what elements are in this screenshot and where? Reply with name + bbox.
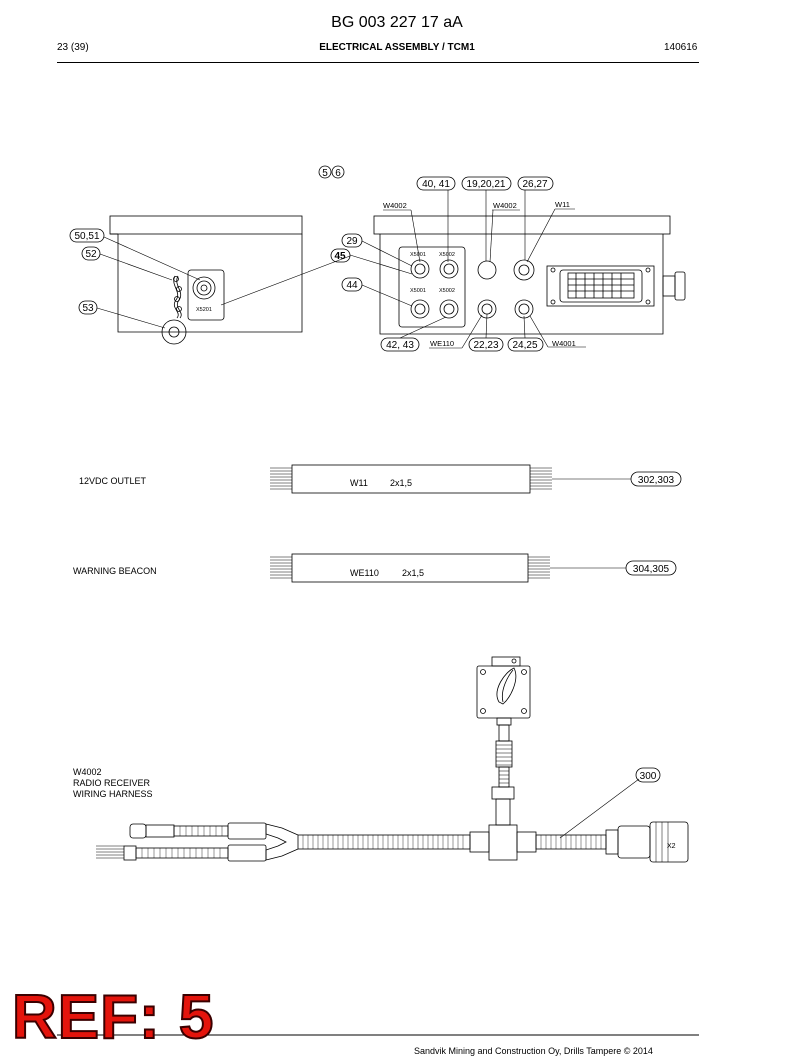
connector-x2-label: X2 [667, 843, 676, 850]
callout-42-43: 42, 43 [386, 340, 414, 351]
right-enclosure [373, 215, 686, 335]
page-count: 23 (39) [57, 42, 89, 53]
document-number: BG 003 227 17 aA [331, 14, 463, 31]
callout-24-25: 24,25 [512, 340, 537, 351]
cable-2-size: 2x1,5 [402, 568, 424, 578]
label-x5002-top: X5002 [439, 252, 455, 258]
label-x5001-top: X5001 [410, 252, 426, 258]
callout-302-303: 302,303 [638, 475, 675, 486]
cable-1-wire: W11 [350, 478, 368, 488]
ref-stamp: REF: 5 [11, 982, 215, 1053]
callout-bubbles [69, 165, 554, 352]
callout-300: 300 [640, 771, 657, 782]
label-x5001-bottom: X5001 [410, 288, 426, 294]
callout-40-41: 40, 41 [422, 179, 450, 190]
section-title: ELECTRICAL ASSEMBLY / TCM1 [319, 42, 475, 53]
callout-26-27: 26,27 [522, 179, 547, 190]
callout-52: 52 [85, 249, 97, 260]
callout-29: 29 [346, 236, 358, 247]
callout-22-23: 22,23 [473, 340, 498, 351]
left-enclosure [109, 215, 303, 345]
callout-19-20-21: 19,20,21 [467, 179, 506, 190]
label-we110: WE110 [430, 339, 454, 348]
label-w4002-left: W4002 [383, 201, 407, 210]
leader-lines [96, 190, 586, 349]
header-rule [57, 62, 699, 63]
callout-44: 44 [346, 280, 358, 291]
callout-5: 5 [322, 168, 328, 179]
cable-w11 [270, 464, 682, 494]
callout-50-51: 50,51 [74, 231, 99, 242]
harness-line-1: RADIO RECEIVER [73, 778, 151, 788]
callout-53: 53 [82, 303, 94, 314]
callout-45: 45 [334, 251, 346, 262]
callout-304-305: 304,305 [633, 564, 670, 575]
cable-2-title: WARNING BEACON [73, 566, 157, 576]
label-x5002-bottom: X5002 [439, 288, 455, 294]
callout-6: 6 [335, 168, 341, 179]
label-w11: W11 [555, 200, 570, 209]
harness-line-2: WIRING HARNESS [73, 789, 153, 799]
harness-code: W4002 [73, 767, 102, 777]
label-x5201: X5201 [196, 307, 212, 313]
document-date: 140616 [664, 42, 698, 53]
footer-copyright: Sandvik Mining and Construction Oy, Dril… [414, 1046, 653, 1056]
cable-1-size: 2x1,5 [390, 478, 412, 488]
label-w4001: W4001 [552, 339, 576, 348]
label-w4002-right: W4002 [493, 201, 517, 210]
cable-2-wire: WE110 [350, 568, 379, 578]
radio-receiver-harness [96, 656, 689, 863]
cable-we110 [270, 553, 677, 583]
cable-1-title: 12VDC OUTLET [79, 476, 147, 486]
